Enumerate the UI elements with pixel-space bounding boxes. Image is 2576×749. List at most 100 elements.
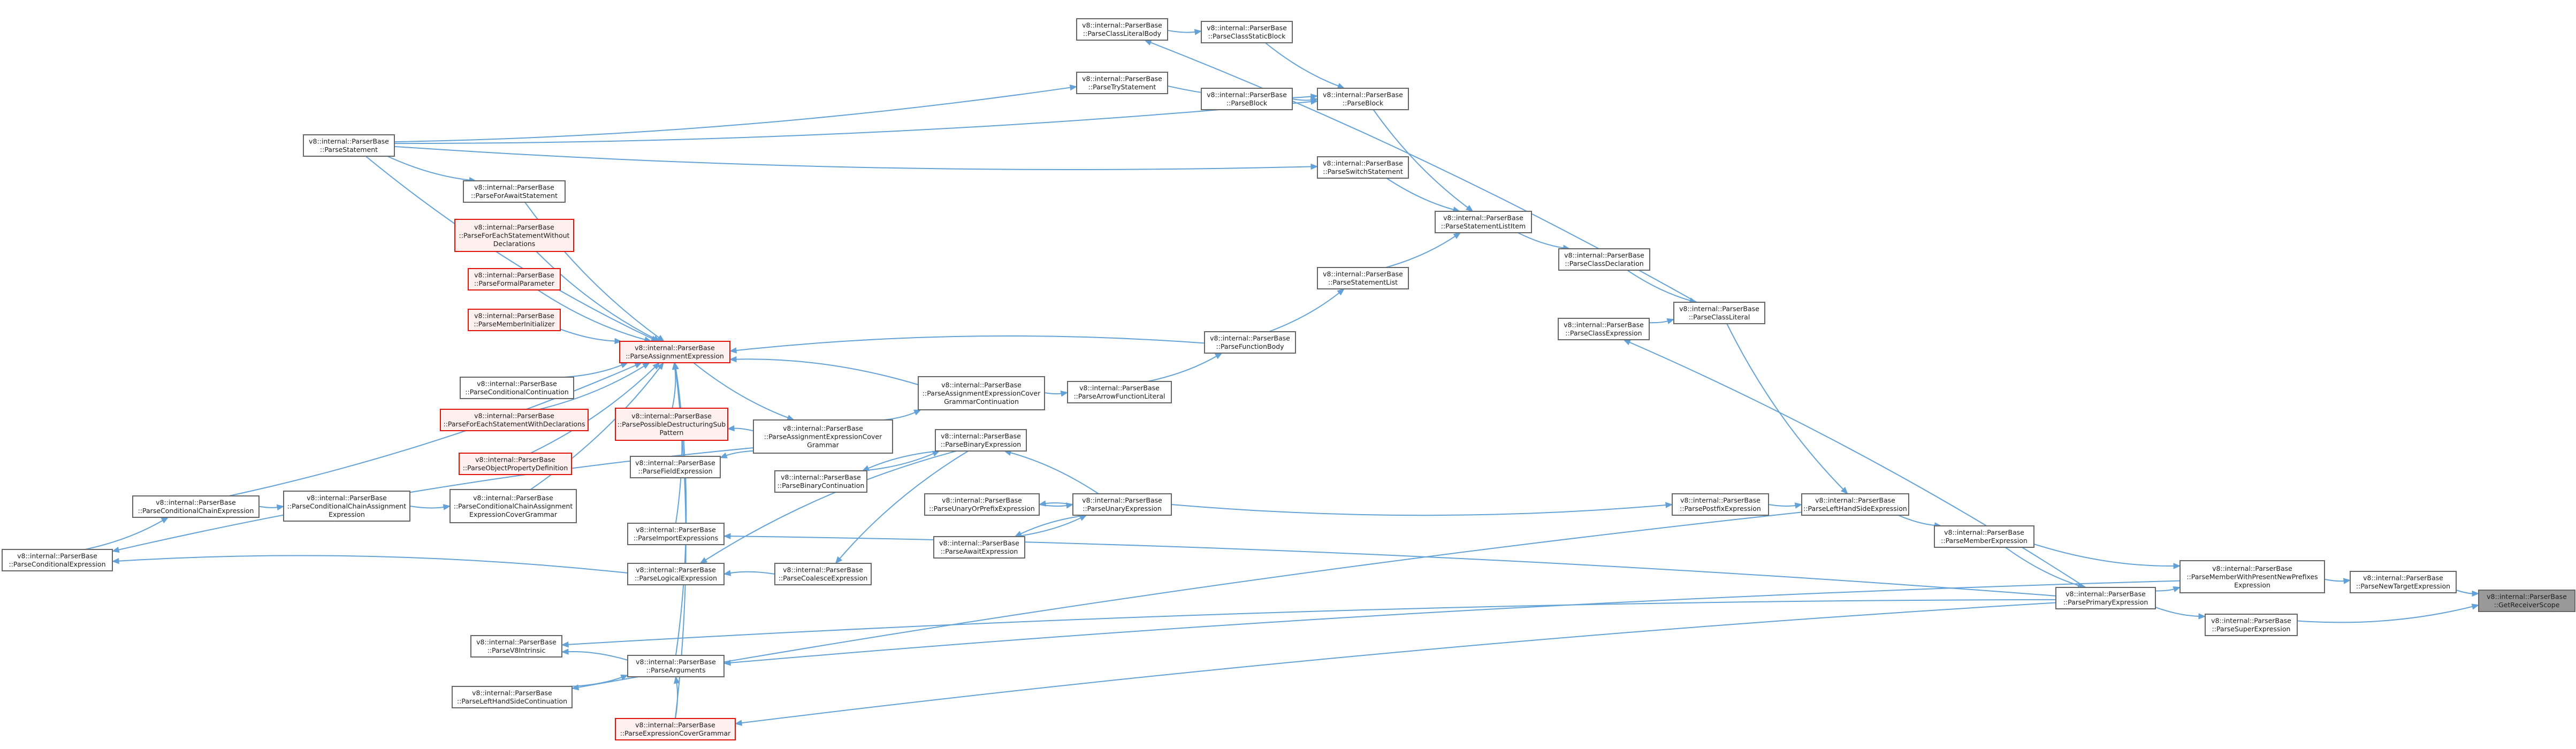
node-parse-block-block[interactable]: v8::internal::ParserBase::ParseBlock	[1201, 88, 1293, 110]
node-parse-unary-expression[interactable]: v8::internal::ParserBase::ParseUnaryExpr…	[1072, 493, 1172, 516]
edge-parse-unary-expression-to-parse-binary-expression	[1003, 449, 1099, 494]
edge-arrowhead	[723, 533, 731, 539]
node-parse-conditional-chain-assignment-expression[interactable]: v8::internal::ParserBase::ParseCondition…	[283, 491, 410, 522]
node-parse-conditional-continuation[interactable]: v8::internal::ParserBase::ParseCondition…	[460, 377, 574, 399]
edge-arrowhead	[1065, 502, 1074, 509]
edge-arrowhead	[111, 557, 119, 564]
edge-arrowhead	[2343, 578, 2351, 584]
node-parse-primary-expression[interactable]: v8::internal::ParserBase::ParsePrimaryEx…	[2055, 587, 2156, 609]
edge-parse-conditional-chain-expression-to-parse-conditional-chain-assignment-expression	[258, 504, 285, 511]
node-parse-arguments[interactable]: v8::internal::ParserBase::ParseArguments	[627, 655, 725, 677]
node-parse-postfix-expression[interactable]: v8::internal::ParserBase::ParsePostfixEx…	[1672, 493, 1769, 516]
node-parse-binary-expression[interactable]: v8::internal::ParserBase::ParseBinaryExp…	[935, 429, 1027, 452]
edge-parse-block-to-parse-statement-list-item	[1373, 109, 1474, 212]
node-box	[627, 563, 725, 585]
edge-parse-member-initializer-to-parse-assignment-expression	[560, 328, 622, 345]
node-label-line: ::GetReceiverScope	[2494, 601, 2560, 609]
edge-line	[1386, 178, 1455, 211]
node-box	[918, 376, 1045, 410]
node-parse-field-expression[interactable]: v8::internal::ParserBase::ParseFieldExpr…	[630, 456, 721, 478]
edge-line	[735, 335, 1205, 351]
node-label-line: v8::internal::ParserBase	[1082, 496, 1162, 505]
node-label-line: ::ParseMemberInitializer	[474, 320, 555, 328]
node-parse-conditional-chain-expression[interactable]: v8::internal::ParserBase::ParseCondition…	[132, 495, 260, 518]
node-label-line: ::ParseUnaryExpression	[1083, 505, 1162, 513]
node-label-line: v8::internal::ParserBase	[1210, 334, 1290, 342]
node-parse-for-await-statement[interactable]: v8::internal::ParserBase::ParseForAwaitS…	[463, 180, 566, 203]
node-parse-assignment-expression[interactable]: v8::internal::ParserBase::ParseAssignmen…	[619, 341, 730, 363]
edge-parse-statement-list-to-parse-statement-list-item	[1385, 232, 1461, 268]
node-parse-import-expressions[interactable]: v8::internal::ParserBase::ParseImportExp…	[627, 523, 725, 545]
edge-line	[1167, 29, 1196, 33]
node-parse-arrow-function-literal[interactable]: v8::internal::ParserBase::ParseArrowFunc…	[1067, 381, 1172, 403]
edge-line	[2297, 606, 2474, 623]
node-label-line: ::ParseArrowFunctionLiteral	[1073, 392, 1165, 400]
node-box	[1317, 88, 1409, 110]
node-label-line: ::ParsePossibleDestructuringSub	[618, 420, 726, 428]
node-parse-class-declaration[interactable]: v8::internal::ParserBase::ParseClassDecl…	[1558, 248, 1650, 271]
node-label-line: ::ParseSwitchStatement	[1323, 167, 1403, 175]
edge-parse-left-hand-side-expression-to-parse-left-hand-side-continuation	[571, 511, 1802, 691]
node-parse-class-static-block[interactable]: v8::internal::ParserBase::ParseClassStat…	[1201, 21, 1293, 43]
edge-line	[867, 450, 940, 469]
node-parse-super-expression[interactable]: v8::internal::ParserBase::ParseSuperExpr…	[2205, 614, 2298, 636]
node-parse-assignment-expression-cover-grammar[interactable]: v8::internal::ParserBase::ParseAssignmen…	[753, 419, 893, 454]
node-box	[452, 686, 573, 708]
node-parse-v8-intrinsic[interactable]: v8::internal::ParserBase::ParseV8Intrins…	[470, 635, 562, 658]
node-parse-object-property-definition[interactable]: v8::internal::ParserBase::ParseObjectPro…	[459, 453, 572, 475]
node-parse-member-expression[interactable]: v8::internal::ParserBase::ParseMemberExp…	[1934, 525, 2034, 548]
node-parse-statement-list-item[interactable]: v8::internal::ParserBase::ParseStatement…	[1435, 211, 1532, 233]
node-parse-switch-statement[interactable]: v8::internal::ParserBase::ParseSwitchSta…	[1317, 156, 1409, 179]
node-parse-try-statement[interactable]: v8::internal::ParserBase::ParseTryStatem…	[1076, 72, 1168, 94]
node-label-line: ::ParseSuperExpression	[2212, 625, 2291, 633]
edge-line	[729, 580, 2181, 664]
node-parse-formal-parameter[interactable]: v8::internal::ParserBase::ParseFormalPar…	[468, 268, 561, 291]
node-box	[2179, 560, 2325, 593]
node-parse-binary-continuation[interactable]: v8::internal::ParserBase::ParseBinaryCon…	[774, 470, 867, 493]
edge-parse-primary-expression-to-parse-import-expressions	[723, 533, 2056, 597]
edge-arrowhead	[699, 557, 708, 564]
node-parse-new-target-expression[interactable]: v8::internal::ParserBase::ParseNewTarget…	[2350, 571, 2457, 593]
node-parse-logical-expression[interactable]: v8::internal::ParserBase::ParseLogicalEx…	[627, 563, 725, 585]
node-box	[1317, 156, 1409, 179]
edge-parse-assignment-expression-cover-grammar-continuation-to-parse-arrow-function-literal	[1044, 391, 1069, 397]
node-box	[615, 718, 736, 740]
node-parse-member-with-present-new-prefixes[interactable]: v8::internal::ParserBase::ParseMemberWit…	[2179, 560, 2325, 593]
node-parse-conditional-chain-assignment-expression-cover-grammar[interactable]: v8::internal::ParserBase::ParseCondition…	[449, 489, 577, 523]
edge-parse-binary-expression-to-parse-coalesce-expression	[835, 450, 969, 564]
node-parse-class-expression[interactable]: v8::internal::ParserBase::ParseClassExpr…	[1558, 318, 1650, 340]
node-box	[1067, 381, 1172, 403]
edge-arrowhead	[161, 517, 169, 524]
node-get-receiver-scope[interactable]: v8::internal::ParserBase::GetReceiverSco…	[2478, 590, 2575, 612]
node-label-line: ::ParseFormalParameter	[474, 279, 555, 287]
edge-line	[862, 453, 935, 471]
node-parse-unary-or-prefix-expression[interactable]: v8::internal::ParserBase::ParseUnaryOrPr…	[924, 493, 1040, 516]
node-parse-conditional-expression[interactable]: v8::internal::ParserBase::ParseCondition…	[2, 549, 113, 571]
node-parse-class-literal-body[interactable]: v8::internal::ParserBase::ParseClassLite…	[1076, 18, 1168, 41]
node-parse-await-expression[interactable]: v8::internal::ParserBase::ParseAwaitExpr…	[933, 536, 1025, 559]
edge-arrowhead	[1069, 84, 1078, 91]
node-parse-left-hand-side-continuation[interactable]: v8::internal::ParserBase::ParseLeftHandS…	[452, 686, 573, 708]
node-parse-statement-list[interactable]: v8::internal::ParserBase::ParseStatement…	[1317, 267, 1409, 289]
node-box	[1317, 267, 1409, 289]
edge-line	[1292, 98, 1313, 101]
node-parse-expression-cover-grammar[interactable]: v8::internal::ParserBase::ParseExpressio…	[615, 718, 736, 740]
node-parse-function-body[interactable]: v8::internal::ParserBase::ParseFunctionB…	[1204, 331, 1296, 354]
node-parse-for-each-statement-with-declarations[interactable]: v8::internal::ParserBase::ParseForEachSt…	[440, 409, 589, 431]
node-parse-class-literal[interactable]: v8::internal::ParserBase::ParseClassLite…	[1673, 302, 1765, 324]
node-parse-coalesce-expression[interactable]: v8::internal::ParserBase::ParseCoalesceE…	[774, 563, 872, 585]
node-parse-block[interactable]: v8::internal::ParserBase::ParseBlock	[1317, 88, 1409, 110]
edge-line	[735, 358, 919, 386]
node-parse-possible-destructuring-sub-pattern[interactable]: v8::internal::ParserBase::ParsePossibleD…	[615, 408, 728, 441]
node-parse-statement[interactable]: v8::internal::ParserBase::ParseStatement	[303, 134, 395, 157]
node-box	[470, 635, 562, 658]
edge-line	[675, 368, 683, 524]
node-parse-left-hand-side-expression[interactable]: v8::internal::ParserBase::ParseLeftHandS…	[1801, 493, 1909, 516]
edge-arrowhead	[1310, 98, 1319, 105]
node-label-line: v8::internal::ParserBase	[474, 223, 554, 231]
node-parse-for-each-statement-without-declarations[interactable]: v8::internal::ParserBase::ParseForEachSt…	[454, 219, 574, 252]
node-parse-member-initializer[interactable]: v8::internal::ParserBase::ParseMemberIni…	[468, 309, 561, 331]
node-parse-assignment-expression-cover-grammar-continuation[interactable]: v8::internal::ParserBase::ParseAssignmen…	[918, 376, 1045, 410]
edge-parse-arguments-to-parse-v8-intrinsic	[561, 648, 628, 661]
node-label-line: v8::internal::ParserBase	[636, 566, 716, 574]
